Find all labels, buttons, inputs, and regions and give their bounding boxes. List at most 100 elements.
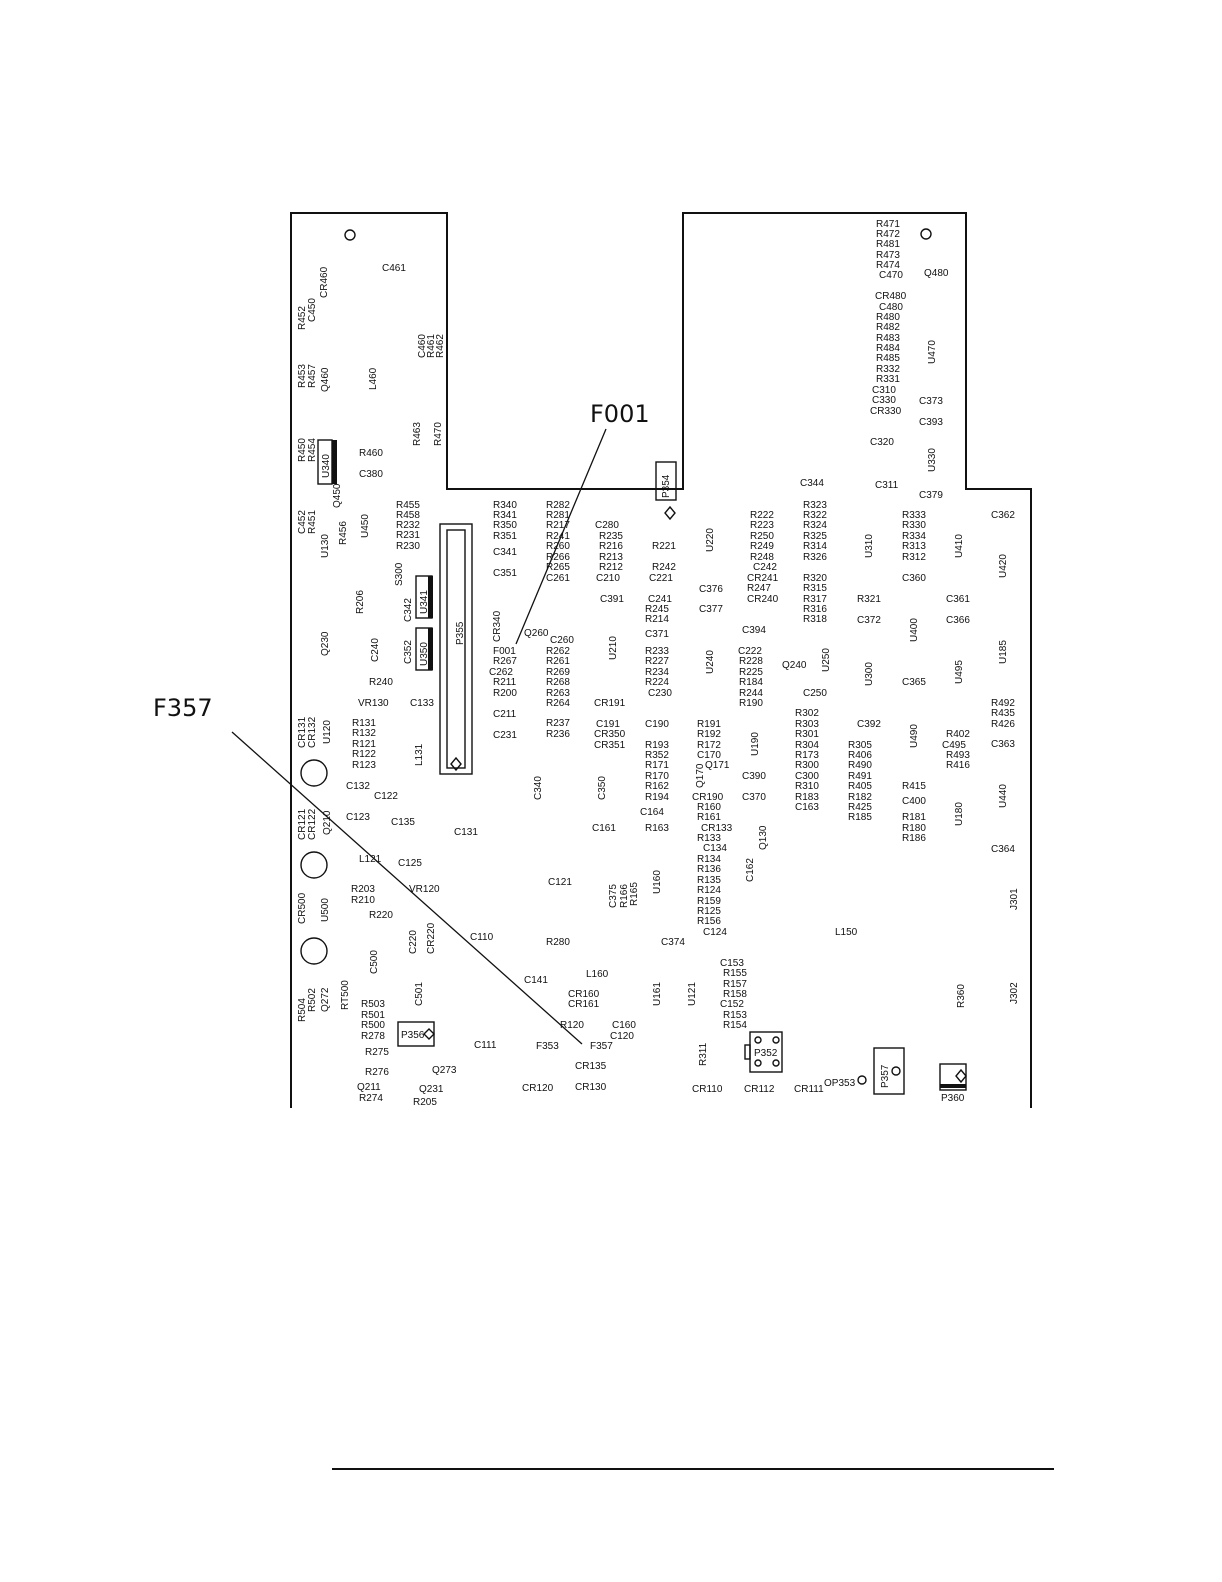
ref-label: R191 bbox=[697, 719, 721, 730]
ref-label: R461 bbox=[426, 334, 437, 358]
ref-label: R472 bbox=[876, 229, 900, 240]
ref-label: Q171 bbox=[705, 760, 730, 771]
ref-label: R280 bbox=[546, 937, 570, 948]
ref-label: R234 bbox=[645, 667, 669, 678]
ref-label: U120 bbox=[322, 720, 333, 744]
ref-label: C362 bbox=[991, 510, 1015, 521]
ref-label: R352 bbox=[645, 750, 669, 761]
ref-label: Q211 bbox=[357, 1082, 381, 1093]
ref-label: C340 bbox=[533, 776, 544, 800]
ref-label: R473 bbox=[876, 250, 900, 261]
ref-label: R457 bbox=[307, 364, 318, 388]
ref-label: U161 bbox=[652, 982, 663, 1006]
ref-label: CR111 bbox=[794, 1084, 824, 1095]
ref-label: C125 bbox=[398, 858, 422, 869]
ref-label: R350 bbox=[493, 520, 517, 531]
ref-label: C300 bbox=[795, 771, 819, 782]
ref-label: R474 bbox=[876, 260, 900, 271]
ref-label: C393 bbox=[919, 417, 943, 428]
ref-label: C360 bbox=[902, 573, 926, 584]
ref-label: R227 bbox=[645, 656, 669, 667]
pin bbox=[891, 1066, 901, 1076]
ref-label: R470 bbox=[433, 422, 444, 446]
ref-label: C170 bbox=[697, 750, 721, 761]
ref-label: R166 bbox=[619, 884, 630, 908]
ref-label: R425 bbox=[848, 802, 872, 813]
ref-label: R220 bbox=[369, 910, 393, 921]
ref-label: R406 bbox=[848, 750, 872, 761]
board-outline bbox=[290, 212, 1032, 1108]
ref-label: R458 bbox=[396, 510, 420, 521]
ref-label: R134 bbox=[697, 854, 721, 865]
ref-label: C161 bbox=[592, 823, 616, 834]
ref-label: R248 bbox=[750, 552, 774, 563]
ref-label: R310 bbox=[795, 781, 819, 792]
ref-label: R183 bbox=[795, 792, 819, 803]
ref-label: C153 bbox=[720, 958, 744, 969]
ref-label: R190 bbox=[739, 698, 763, 709]
ref-label: R162 bbox=[645, 781, 669, 792]
ref-label: C452 bbox=[297, 510, 308, 534]
ref-label: U121 bbox=[687, 982, 698, 1006]
ref-label: R269 bbox=[546, 667, 570, 678]
ref-label: R235 bbox=[599, 531, 623, 542]
ref-label: R236 bbox=[546, 729, 570, 740]
ref-label: U240 bbox=[705, 650, 716, 674]
ref-label: C342 bbox=[403, 598, 414, 622]
round-component bbox=[300, 937, 328, 965]
ref-label: C260 bbox=[550, 635, 574, 646]
ref-label: Q272 bbox=[320, 987, 331, 1012]
ref-label: U185 bbox=[998, 640, 1009, 664]
ref-label: C391 bbox=[600, 594, 624, 605]
ic-u340-pins bbox=[332, 440, 337, 484]
ref-label: C110 bbox=[470, 932, 494, 943]
ref-label: Q210 bbox=[322, 810, 333, 835]
ref-label: Q460 bbox=[320, 367, 331, 392]
ref-label: R320 bbox=[803, 573, 827, 584]
ref-label: C375 bbox=[608, 884, 619, 908]
op353-marker bbox=[857, 1075, 867, 1085]
ref-label: R331 bbox=[876, 374, 900, 385]
ref-label: R453 bbox=[297, 364, 308, 388]
ref-label: R435 bbox=[991, 708, 1015, 719]
ref-label: C250 bbox=[803, 688, 827, 699]
ref-label: C376 bbox=[699, 584, 723, 595]
ref-label: R216 bbox=[599, 541, 623, 552]
ref-label: C470 bbox=[879, 270, 903, 281]
ref-label: R171 bbox=[645, 760, 669, 771]
ref-label: R230 bbox=[396, 541, 420, 552]
ref-label: R463 bbox=[412, 422, 423, 446]
ref-label: C230 bbox=[648, 688, 672, 699]
ref-label: R120 bbox=[560, 1020, 584, 1031]
ref-label: CR161 bbox=[568, 999, 600, 1010]
ref-label: R484 bbox=[876, 343, 900, 354]
ref-label: L160 bbox=[586, 969, 609, 980]
ref-label: C111 bbox=[474, 1040, 497, 1051]
ref-label: R483 bbox=[876, 333, 900, 344]
ref-label: C450 bbox=[307, 298, 318, 322]
ref-label: C380 bbox=[359, 469, 383, 480]
ref-label: U350 bbox=[419, 642, 430, 666]
ref-label: R212 bbox=[599, 562, 623, 573]
ref-label: F357 bbox=[590, 1041, 613, 1052]
ref-label: R263 bbox=[546, 688, 570, 699]
ref-label: CR133 bbox=[701, 823, 733, 834]
ref-label: R125 bbox=[697, 906, 721, 917]
ref-label: S300 bbox=[394, 562, 405, 586]
ref-label: R311 bbox=[698, 1042, 709, 1066]
ref-label: P352 bbox=[754, 1048, 778, 1059]
ref-label: R330 bbox=[902, 520, 926, 531]
ref-label: Q450 bbox=[332, 483, 343, 508]
ref-label: C341 bbox=[493, 547, 517, 558]
ref-label: R232 bbox=[396, 520, 420, 531]
ref-label: R173 bbox=[795, 750, 819, 761]
ref-label: R262 bbox=[546, 646, 570, 657]
ref-label: R213 bbox=[599, 552, 623, 563]
ref-label: R124 bbox=[697, 885, 721, 896]
ref-label: R225 bbox=[739, 667, 763, 678]
ref-label: R304 bbox=[795, 740, 819, 751]
pin bbox=[754, 1036, 762, 1044]
ref-label: C221 bbox=[649, 573, 673, 584]
ref-label: U420 bbox=[998, 554, 1009, 578]
